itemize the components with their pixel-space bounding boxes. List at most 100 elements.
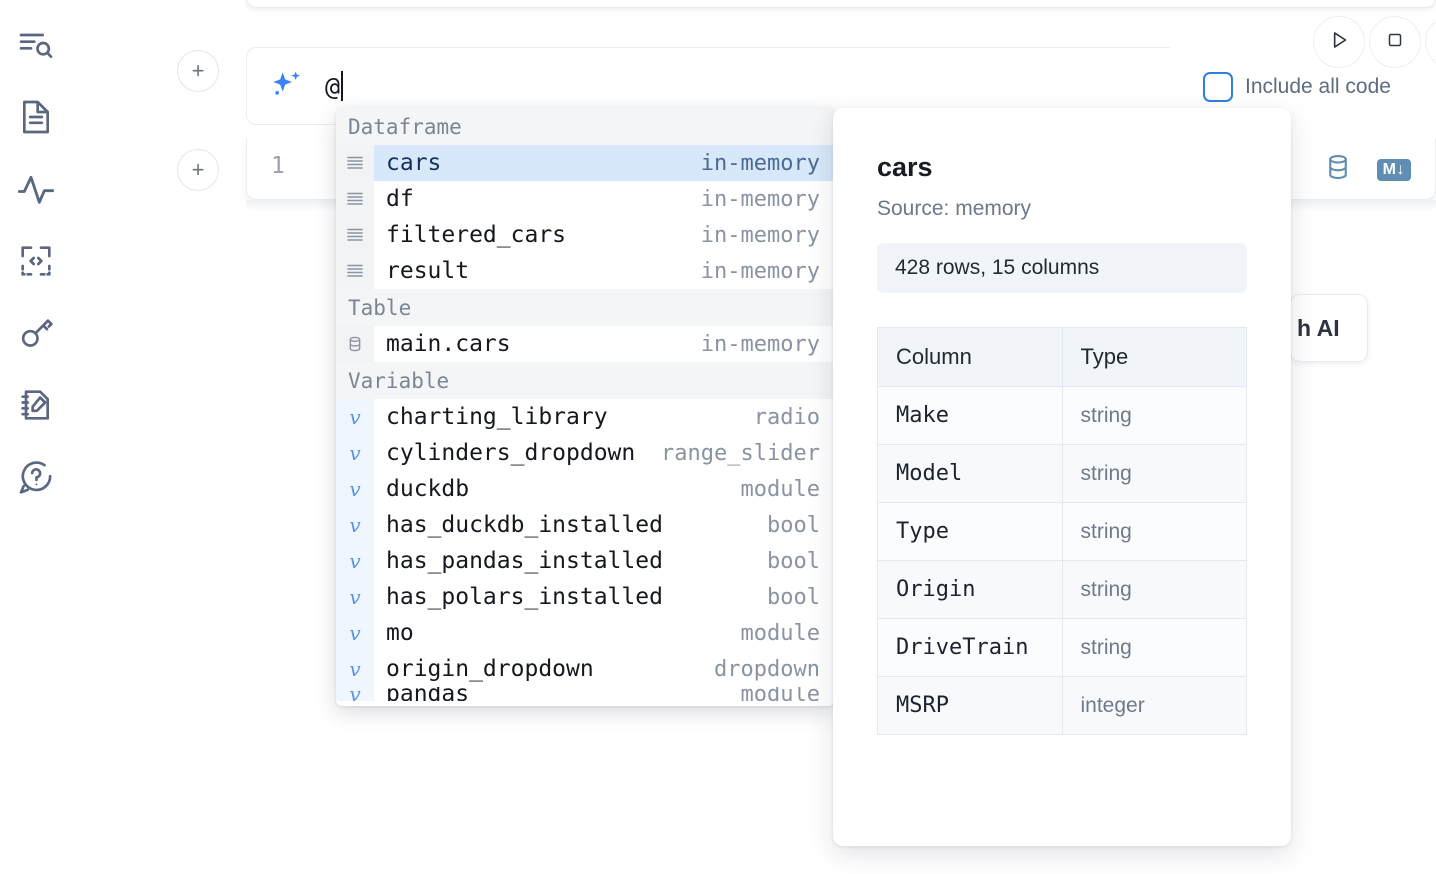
- table-row: MSRP integer: [877, 676, 1247, 735]
- activity-pulse-icon: [16, 169, 56, 209]
- markdown-badge[interactable]: M↓: [1376, 158, 1411, 181]
- variable-icon: v: [336, 543, 374, 579]
- dropdown-item-name: main.cars: [386, 331, 511, 357]
- dropdown-item-has-pandas-installed[interactable]: v has_pandas_installed bool: [336, 543, 834, 579]
- table-row: DriveTrain string: [877, 618, 1247, 677]
- document-icon: [16, 97, 56, 137]
- variable-icon: v: [336, 399, 374, 435]
- dropdown-item-has-polars-installed[interactable]: v has_polars_installed bool: [336, 579, 834, 615]
- stop-button[interactable]: [1369, 16, 1421, 68]
- sidebar-item-snippets[interactable]: [12, 234, 60, 288]
- dataframe-rows-icon: [336, 181, 374, 217]
- cell-type: string: [1061, 502, 1247, 561]
- dropdown-item-name: mo: [386, 620, 414, 646]
- database-icon: [336, 326, 374, 362]
- dropdown-item-mo[interactable]: v mo module: [336, 615, 834, 651]
- variable-icon: v: [336, 507, 374, 543]
- dropdown-item-name: charting_library: [386, 404, 608, 430]
- sparkle-icon: [267, 66, 307, 106]
- preview-shape-badge: 428 rows, 15 columns: [877, 243, 1247, 293]
- ai-prompt-value: @: [325, 71, 341, 101]
- left-sidebar: [0, 0, 72, 874]
- dropdown-item-main-cars[interactable]: main.cars in-memory: [336, 326, 834, 362]
- dropdown-item-result[interactable]: result in-memory: [336, 253, 834, 289]
- cell-type: string: [1061, 618, 1247, 677]
- dropdown-item-kind: in-memory: [700, 150, 820, 176]
- overflow-button[interactable]: [1425, 16, 1436, 68]
- dropdown-item-name: has_polars_installed: [386, 584, 663, 610]
- dropdown-item-kind: in-memory: [700, 186, 820, 212]
- code-snippet-icon: [16, 241, 56, 281]
- text-caret: [341, 71, 344, 101]
- cell-column: Model: [877, 444, 1063, 503]
- column-header-type: Type: [1061, 327, 1247, 387]
- cell-type: string: [1061, 386, 1247, 445]
- variable-icon: v: [336, 579, 374, 615]
- dropdown-item-name: df: [386, 186, 414, 212]
- cell-column: Type: [877, 502, 1063, 561]
- preview-title: cars: [877, 152, 933, 182]
- dropdown-item-df[interactable]: df in-memory: [336, 181, 834, 217]
- variable-icon: v: [336, 687, 374, 701]
- dropdown-item-name: cylinders_dropdown: [386, 440, 636, 466]
- cell-toolbar: M↓: [1323, 152, 1411, 187]
- dropdown-item-kind: in-memory: [700, 222, 820, 248]
- preview-source: Source: memory: [877, 197, 1032, 220]
- key-icon: [16, 313, 56, 353]
- dropdown-item-kind: dropdown: [714, 656, 820, 682]
- dropdown-item-kind: in-memory: [700, 258, 820, 284]
- dropdown-item-name: result: [386, 258, 470, 284]
- sidebar-item-secrets[interactable]: [12, 306, 60, 360]
- dropdown-item-charting-library[interactable]: v charting_library radio: [336, 399, 834, 435]
- previous-cell-stub: [246, 0, 1436, 8]
- generate-with-ai-button[interactable]: h AI: [1290, 294, 1368, 362]
- cell-column: DriveTrain: [877, 618, 1063, 677]
- include-all-code-label: Include all code: [1245, 75, 1391, 98]
- sidebar-item-scratchpad[interactable]: [12, 378, 60, 432]
- cell-type: string: [1061, 444, 1247, 503]
- dropdown-item-name: has_pandas_installed: [386, 548, 663, 574]
- variable-icon: v: [336, 435, 374, 471]
- sidebar-item-notebook[interactable]: [12, 90, 60, 144]
- help-chat-icon: [16, 457, 56, 497]
- dropdown-item-filtered-cars[interactable]: filtered_cars in-memory: [336, 217, 834, 253]
- cell-type: integer: [1061, 676, 1247, 735]
- dropdown-item-name: filtered_cars: [386, 222, 567, 248]
- include-all-code-checkbox[interactable]: [1203, 72, 1233, 102]
- dropdown-item-origin-dropdown[interactable]: v origin_dropdown dropdown: [336, 651, 834, 687]
- dataframe-preview-panel: cars Source: memory 428 rows, 15 columns…: [833, 108, 1291, 846]
- table-row: Make string: [877, 386, 1247, 445]
- sidebar-item-help[interactable]: [12, 450, 60, 504]
- dropdown-item-pandas[interactable]: v pandas module: [336, 687, 834, 701]
- dropdown-section-header-variable: Variable: [336, 362, 834, 399]
- dropdown-item-cars[interactable]: cars in-memory: [336, 145, 834, 181]
- dropdown-item-name: duckdb: [386, 476, 470, 502]
- sidebar-item-activity[interactable]: [12, 162, 60, 216]
- dropdown-item-name: pandas: [386, 687, 470, 701]
- add-cell-button-top[interactable]: +: [177, 50, 219, 92]
- cell-type: string: [1061, 560, 1247, 619]
- sidebar-item-explore[interactable]: [12, 18, 60, 72]
- variable-icon: v: [336, 615, 374, 651]
- dropdown-item-duckdb[interactable]: v duckdb module: [336, 471, 834, 507]
- dropdown-item-kind: range_slider: [661, 440, 820, 466]
- dropdown-item-name: has_duckdb_installed: [386, 512, 663, 538]
- dataframe-rows-icon: [336, 145, 374, 181]
- include-all-code-row[interactable]: Include all code: [1203, 72, 1391, 102]
- dropdown-item-cylinders-dropdown[interactable]: v cylinders_dropdown range_slider: [336, 435, 834, 471]
- run-button[interactable]: [1313, 16, 1365, 68]
- table-header-row: Column Type: [877, 327, 1247, 387]
- dropdown-item-kind: module: [740, 687, 820, 701]
- dropdown-item-kind: module: [740, 476, 820, 502]
- dropdown-item-name: cars: [386, 150, 442, 176]
- add-cell-button-bottom[interactable]: +: [177, 149, 219, 191]
- variable-icon: v: [336, 651, 374, 687]
- dropdown-item-kind: in-memory: [700, 331, 820, 357]
- dropdown-section-header-dataframe: Dataframe: [336, 108, 834, 145]
- completion-dropdown[interactable]: Dataframe cars in-memory df in-memory: [336, 108, 834, 706]
- database-icon[interactable]: [1323, 152, 1353, 187]
- dropdown-item-has-duckdb-installed[interactable]: v has_duckdb_installed bool: [336, 507, 834, 543]
- line-number: 1: [271, 153, 285, 179]
- dataframe-rows-icon: [336, 217, 374, 253]
